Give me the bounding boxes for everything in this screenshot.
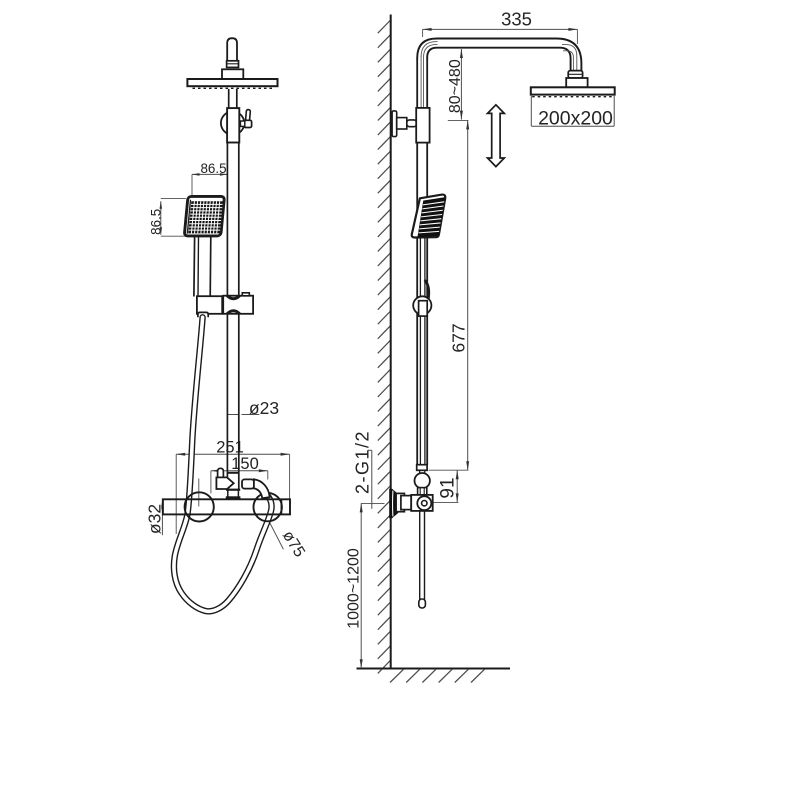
svg-text:1000~1200: 1000~1200 [346,548,363,629]
svg-text:150: 150 [231,455,259,473]
svg-text:677: 677 [449,323,469,352]
svg-text:80~480: 80~480 [447,59,464,113]
svg-text:251: 251 [216,438,244,456]
svg-text:2-G1/2: 2-G1/2 [353,430,373,494]
svg-text:86.5: 86.5 [149,209,164,235]
svg-text:335: 335 [501,9,532,30]
svg-text:ø32: ø32 [144,504,164,534]
svg-text:86.5: 86.5 [200,161,226,176]
svg-text:91: 91 [438,477,459,498]
svg-text:200x200: 200x200 [538,108,613,130]
svg-text:ø23: ø23 [249,398,279,418]
